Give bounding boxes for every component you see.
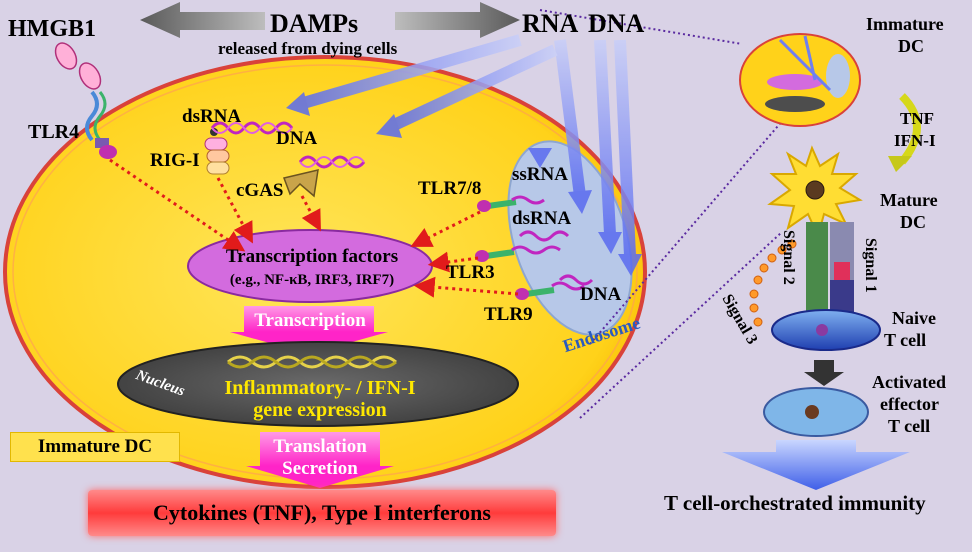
right-gray-arrow [395,2,520,38]
mature-line2: DC [900,212,926,232]
nucleus [117,341,519,427]
translation-label: Translation [273,436,367,457]
dsrna-label: dsRNA [182,106,241,127]
dna-label: DNA [588,9,645,38]
tlr3-receptor [475,245,561,262]
zoom-line-bottom [589,111,791,345]
naive-line2: T cell [884,330,926,350]
signal3-label: Signal 3 [719,292,761,348]
rigi-label: RIG-I [150,150,200,171]
zoom-line-mature [579,231,783,419]
tlr78-receptor [477,195,545,212]
tlr4-label: TLR4 [28,121,79,143]
right-immature-line2: DC [898,36,924,56]
maturation-arrow [898,93,921,165]
damps-sub-label: released from dying cells [218,39,398,58]
gene-helix [227,355,397,369]
activated-line3: T cell [888,416,930,436]
transcription-label: Transcription [254,310,366,331]
tnf-label: TNF [900,109,934,128]
dna-helix [298,155,366,169]
endo-dsrna-label: dsRNA [512,208,571,229]
mature-line1: Mature [880,190,938,210]
tlr9-label: TLR9 [484,304,533,325]
rig-i-sensor [204,128,230,175]
activated-line1: Activated [872,372,946,392]
endosome-dsrna-helix [518,230,570,242]
immunity-label: T cell-orchestrated immunity [664,491,926,515]
endosome-dna-helix [558,274,594,286]
cgas-sensor [282,169,319,198]
gene-line2: gene expression [253,399,387,421]
activation-arrow [804,360,844,386]
activated-line2: effector [880,394,939,414]
hmgb1-molecule [54,42,78,70]
hmgb1-molecule [78,62,102,90]
endo-dna-label: DNA [580,284,621,305]
dna-cyto-label: DNA [276,128,317,149]
naive-line1: Naive [892,308,936,328]
damps-label: DAMPs [270,9,358,38]
tf-sub: (e.g., NF-κB, IRF3, IRF7) [230,272,394,288]
right-immature-line1: Immature [866,14,944,34]
zoom-line-top [539,9,743,45]
tlr3-label: TLR3 [446,262,495,283]
ifni-label: IFN-I [894,131,936,150]
red-dotted-arrows [109,158,519,298]
signal-pillars [806,222,854,318]
cgas-label: cGAS [236,180,284,201]
blue-entry-arrows [286,34,642,276]
signal2-label: Signal 2 [780,230,797,285]
signal3-dots [749,239,797,327]
tlr78-label: TLR7/8 [418,178,481,199]
signal1-label: Signal 1 [862,238,879,293]
immature-dc-box: Immature DC [10,432,180,462]
dsrna-helix [210,121,294,135]
gene-line1: Inflammatory- / IFN-I [224,377,415,399]
endo-ssrna-label: ssRNA [512,164,568,185]
translation-arrow [246,432,394,488]
rna-label: RNA [522,9,579,38]
secretion-label: Secretion [282,458,358,479]
tlr9-receptor [515,281,585,300]
cytokines-box: Cytokines (TNF), Type I interferons [88,490,556,536]
tf-title: Transcription factors [226,246,398,267]
mini-immature-dc [739,33,861,127]
immunity-arrow [722,440,910,490]
left-gray-arrow [140,2,265,38]
hmgb1-label: HMGB1 [8,16,96,42]
tlr4-receptor [85,90,117,159]
